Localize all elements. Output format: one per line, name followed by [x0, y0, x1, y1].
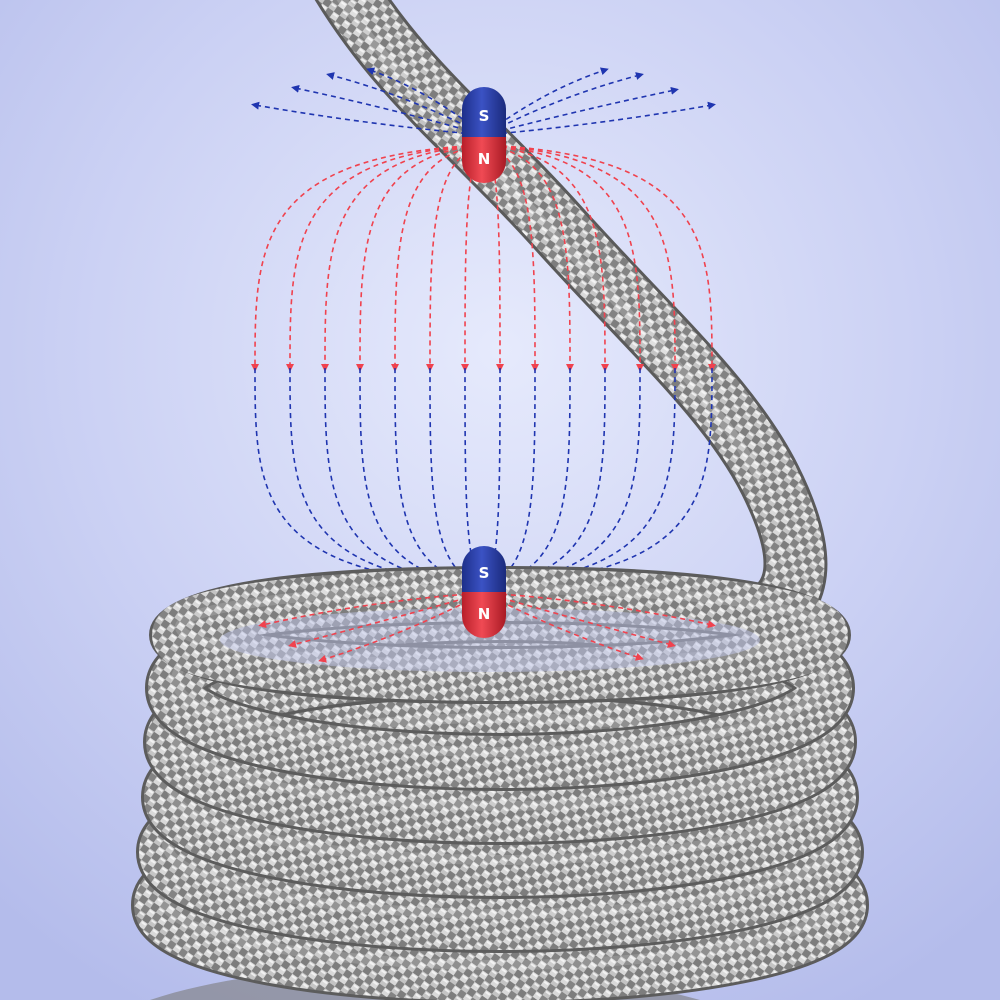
field-line-red — [483, 144, 679, 372]
coil-inner-shadow — [220, 608, 760, 672]
field-line-red — [321, 144, 485, 372]
top-magnet-south — [462, 87, 506, 137]
cable-coil-stack — [131, 566, 869, 1000]
bottom-magnet: S N — [462, 546, 506, 638]
field-line-blue — [324, 367, 485, 586]
field-line-blue-outward — [483, 86, 679, 136]
coil-field-line-red — [483, 592, 676, 648]
field-line-blue — [483, 367, 641, 586]
top-magnet-south-label: S — [479, 107, 490, 125]
field-line-red — [483, 144, 716, 372]
top-magnet-north-label: N — [478, 150, 491, 168]
coil-field-line-red — [483, 592, 716, 629]
field-line-blue-outward — [251, 101, 485, 136]
bottom-magnet-south — [462, 546, 506, 592]
field-line-blue-outward — [483, 101, 716, 136]
field-line-blue-outward — [291, 84, 485, 136]
field-line-red — [251, 144, 485, 372]
field-line-red — [483, 144, 644, 372]
coil-field-line-red — [288, 592, 485, 648]
top-magnet: S N — [462, 87, 506, 183]
top-magnet-north — [462, 137, 506, 183]
field-line-red — [391, 144, 485, 372]
bottom-magnet-north — [462, 592, 506, 638]
field-line-blue-outward — [366, 67, 485, 136]
coil-field-line-red — [258, 592, 485, 629]
field-line-blue — [483, 367, 606, 586]
bottom-magnet-south-label: S — [479, 564, 490, 582]
field-line-red — [356, 144, 485, 372]
field-line-red — [483, 144, 609, 372]
bottom-magnet-north-label: N — [478, 605, 491, 623]
field-line-red — [483, 144, 574, 372]
field-line-red — [286, 144, 485, 372]
